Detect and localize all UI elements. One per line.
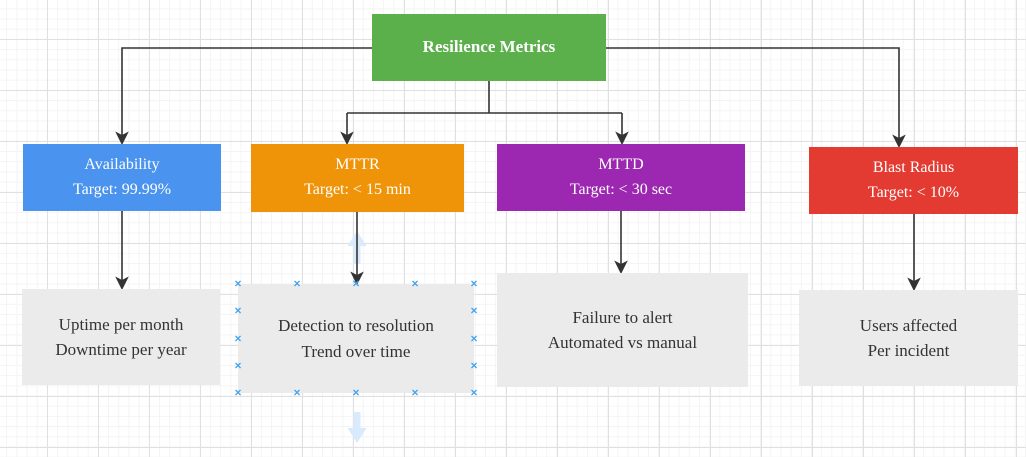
node-title: Blast Radius bbox=[872, 158, 955, 176]
node-blast-radius[interactable]: Blast Radius Target: < 10% bbox=[809, 147, 1018, 214]
connection-point-icon[interactable]: × bbox=[411, 385, 419, 400]
connection-point-icon[interactable]: × bbox=[470, 330, 478, 345]
connector-root-branch[interactable] bbox=[347, 81, 622, 114]
node-mttd[interactable]: MTTD Target: < 30 sec bbox=[497, 144, 745, 211]
connector-root-to-blast-radius[interactable] bbox=[606, 47, 906, 149]
node-target: Target: < 10% bbox=[867, 183, 960, 201]
node-target: Target: < 15 min bbox=[304, 181, 411, 198]
detail-line: Per incident bbox=[867, 341, 950, 360]
connection-point-icon[interactable]: × bbox=[352, 276, 360, 291]
node-mttd-detail[interactable]: Failure to alert Automated vs manual bbox=[497, 273, 748, 387]
connection-point-icon[interactable]: × bbox=[234, 276, 242, 291]
detail-line: Automated vs manual bbox=[547, 333, 698, 352]
selection-connection-points: × × × × × × × × × × × × × × × × bbox=[234, 276, 478, 399]
connection-point-icon[interactable]: × bbox=[234, 303, 242, 318]
connection-point-icon[interactable]: × bbox=[234, 385, 242, 400]
connection-point-icon[interactable]: × bbox=[293, 385, 301, 400]
node-label: Resilience Metrics bbox=[422, 37, 556, 57]
node-title: Availability bbox=[84, 155, 160, 173]
detail-line: Users affected bbox=[859, 315, 958, 335]
detail-line: Failure to alert bbox=[572, 307, 673, 327]
node-mttr[interactable]: MTTR Target: < 15 min bbox=[251, 144, 464, 212]
node-mttr-detail[interactable]: Detection to resolution Trend over time bbox=[238, 284, 474, 393]
connection-point-icon[interactable]: × bbox=[352, 385, 360, 400]
detail-line: Trend over time bbox=[301, 341, 411, 361]
node-blast-radius-detail[interactable]: Users affected Per incident bbox=[799, 290, 1018, 386]
detail-line: Uptime per month bbox=[58, 314, 184, 334]
connection-point-icon[interactable]: × bbox=[411, 276, 419, 291]
node-target: Target: < 30 sec bbox=[569, 180, 673, 198]
node-resilience-metrics[interactable]: Resilience Metrics bbox=[372, 14, 606, 81]
connection-point-icon[interactable]: × bbox=[234, 358, 242, 373]
detail-line: Downtime per year bbox=[55, 340, 187, 359]
node-target: Target: 99.99% bbox=[72, 180, 172, 198]
node-title: MTTD bbox=[598, 155, 644, 173]
connection-point-icon[interactable]: × bbox=[234, 330, 242, 345]
node-title: MTTR bbox=[335, 156, 380, 174]
connection-point-icon[interactable]: × bbox=[470, 358, 478, 373]
connection-point-icon[interactable]: × bbox=[470, 276, 478, 291]
connection-point-icon[interactable]: × bbox=[470, 303, 478, 318]
detail-line: Detection to resolution bbox=[278, 316, 434, 335]
connection-point-icon[interactable]: × bbox=[293, 276, 301, 291]
node-availability-detail[interactable]: Uptime per month Downtime per year bbox=[22, 289, 220, 385]
connector-root-to-availability[interactable] bbox=[115, 47, 372, 146]
hover-direction-arrow-down-icon[interactable] bbox=[347, 412, 367, 443]
node-availability[interactable]: Availability Target: 99.99% bbox=[23, 144, 221, 211]
connection-point-icon[interactable]: × bbox=[470, 385, 478, 400]
